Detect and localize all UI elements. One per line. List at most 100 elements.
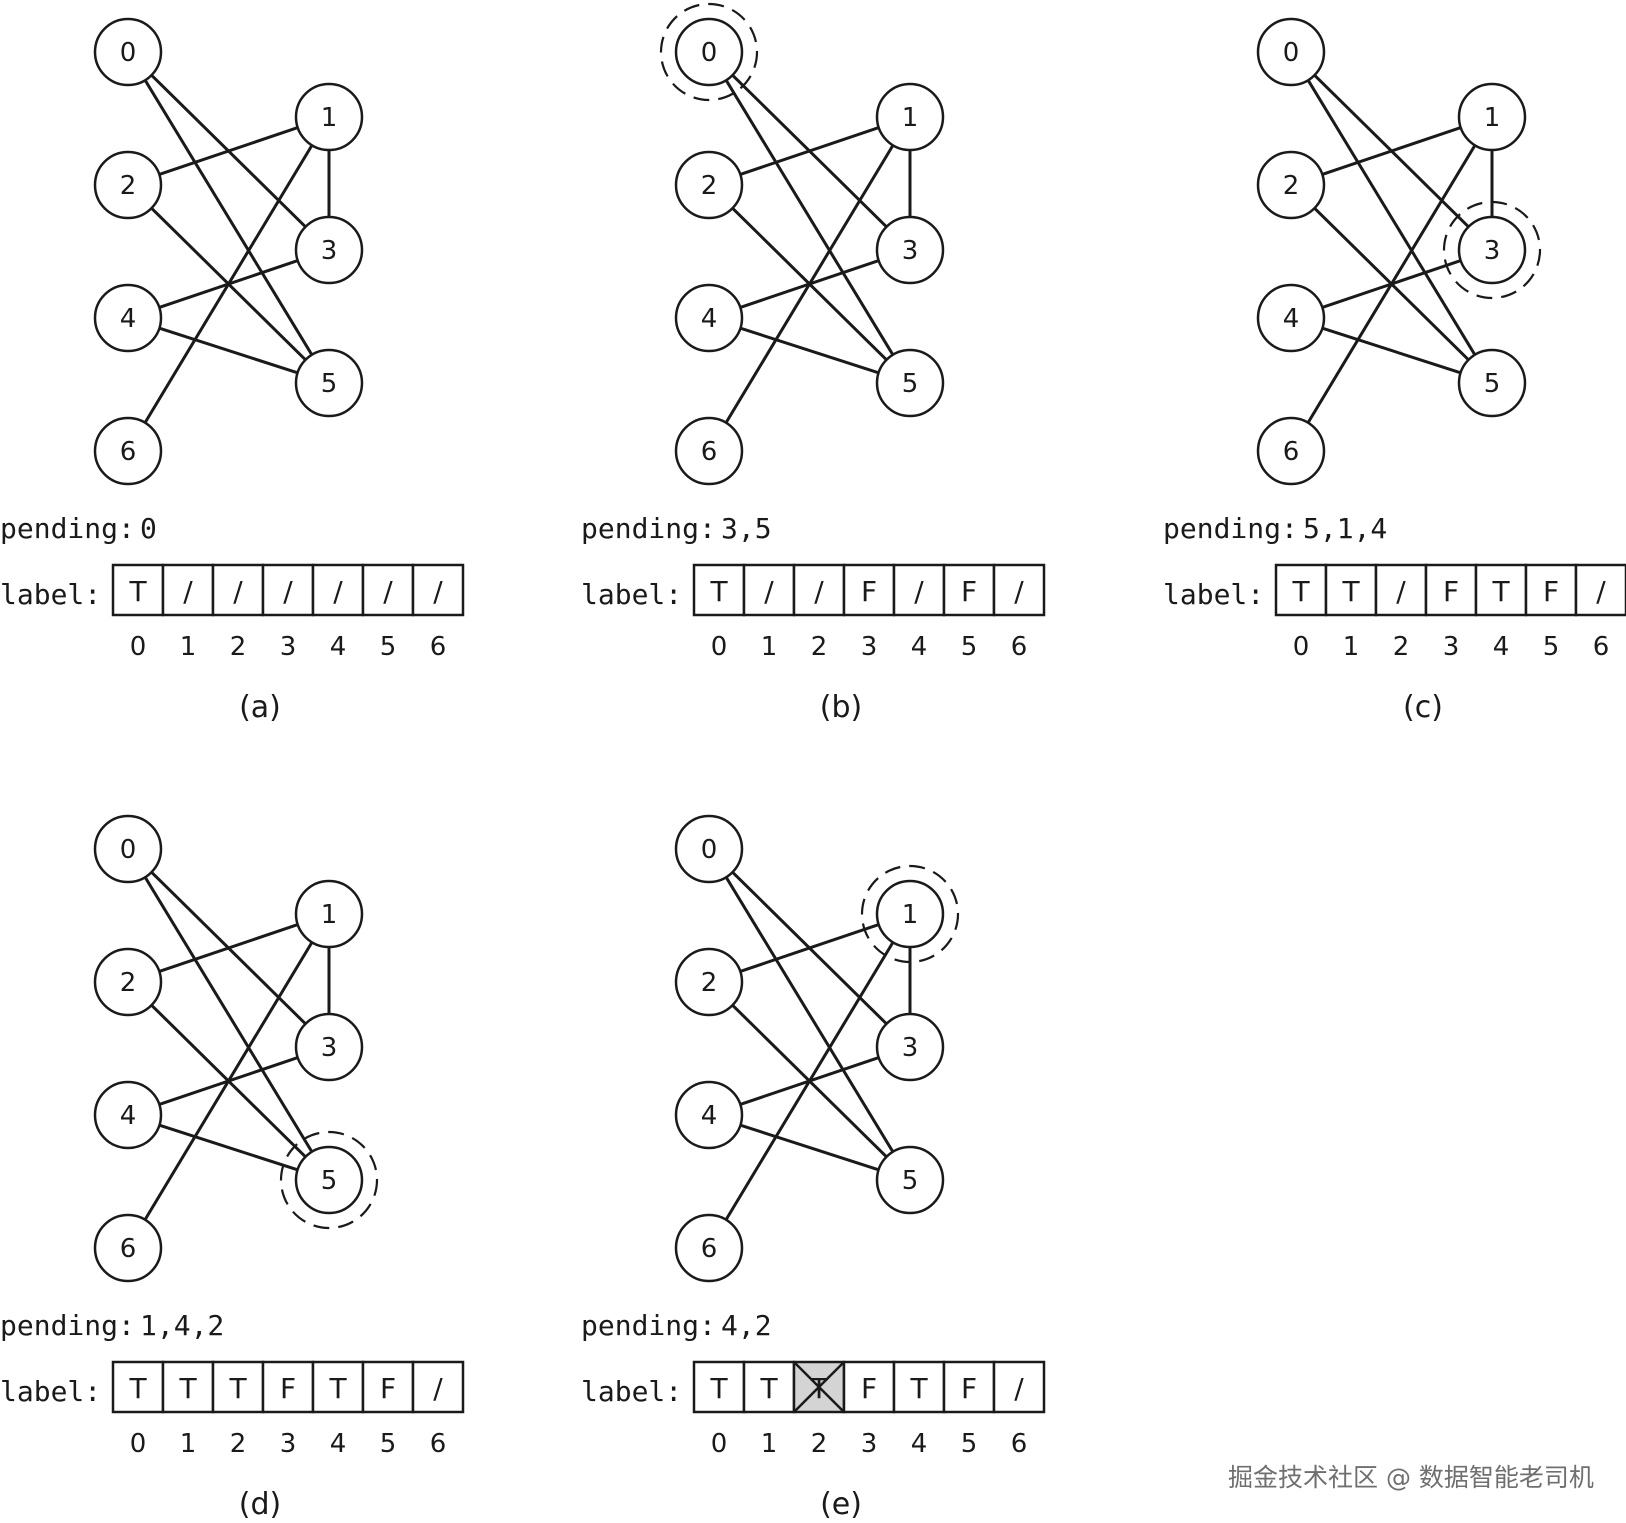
node-0-label: 0 xyxy=(120,38,137,68)
label-cell-value: / xyxy=(1396,575,1406,608)
label-cell-box xyxy=(792,563,846,617)
label-index: 5 xyxy=(961,1429,978,1459)
current-node-marker xyxy=(279,1130,379,1230)
label-cell-2: T xyxy=(211,1360,265,1414)
node-0: 0 xyxy=(659,2,759,102)
label-index: 2 xyxy=(811,632,828,662)
label-index: 4 xyxy=(330,1429,347,1459)
node-0-circle xyxy=(1256,17,1326,87)
label-index: 4 xyxy=(1493,632,1510,662)
panel-caption: (a) xyxy=(239,690,281,725)
edge-4-5 xyxy=(157,326,300,375)
label-prefix: label: xyxy=(1163,578,1264,611)
label-index: 6 xyxy=(1011,1429,1028,1459)
label-index: 0 xyxy=(711,1429,728,1459)
node-2-circle xyxy=(93,150,163,220)
node-6-circle xyxy=(674,416,744,486)
node-1: 1 xyxy=(294,879,364,949)
label-cell-5: F xyxy=(361,1360,415,1414)
label-cell-3: / xyxy=(261,563,315,617)
label-cell-value: / xyxy=(233,575,243,608)
label-index: 6 xyxy=(430,1429,447,1459)
node-5-label: 5 xyxy=(1484,369,1501,399)
label-cell-value: F xyxy=(280,1372,296,1405)
node-3-circle xyxy=(875,1012,945,1082)
node-2-circle xyxy=(1256,150,1326,220)
node-1-circle xyxy=(294,82,364,152)
node-3-circle xyxy=(875,215,945,285)
node-5-circle xyxy=(294,1145,364,1215)
label-cell-4: T xyxy=(311,1360,365,1414)
label-cell-box xyxy=(361,563,415,617)
label-cell-value: T xyxy=(1491,575,1510,608)
node-4-label: 4 xyxy=(120,1101,137,1131)
label-index: 5 xyxy=(380,1429,397,1459)
label-index: 6 xyxy=(1593,632,1610,662)
label-index: 0 xyxy=(130,632,147,662)
label-cell-5: F xyxy=(942,1360,996,1414)
node-5: 5 xyxy=(875,1145,945,1215)
watermark: 掘金技术社区 @ 数据智能老司机 xyxy=(1228,1463,1594,1492)
label-cell-5: F xyxy=(1524,563,1578,617)
node-2: 2 xyxy=(674,150,744,220)
label-cell-box xyxy=(692,563,746,617)
label-cell-box xyxy=(1474,563,1528,617)
node-6: 6 xyxy=(1256,416,1326,486)
label-cell-box xyxy=(161,1360,215,1414)
label-cell-box xyxy=(942,1360,996,1414)
node-1: 1 xyxy=(860,864,960,964)
pending-prefix: pending: xyxy=(581,1309,716,1342)
conflict-cross-line xyxy=(793,1361,845,1413)
label-prefix: label: xyxy=(581,578,682,611)
label-array: T////// xyxy=(111,563,465,617)
node-3-label: 3 xyxy=(1484,236,1501,266)
label-cell-value: F xyxy=(861,575,877,608)
pending-queue: 3,5 xyxy=(721,512,772,545)
graph-edges xyxy=(724,73,912,425)
node-3: 3 xyxy=(294,215,364,285)
node-2: 2 xyxy=(674,947,744,1017)
node-6-label: 6 xyxy=(120,1234,137,1264)
label-cell-value: T xyxy=(709,575,728,608)
label-cell-value: / xyxy=(1014,575,1024,608)
label-cell-1: / xyxy=(161,563,215,617)
node-1: 1 xyxy=(875,82,945,152)
label-index: 3 xyxy=(280,1429,297,1459)
node-2: 2 xyxy=(93,150,163,220)
label-index: 1 xyxy=(1343,632,1360,662)
edge-6-1 xyxy=(1306,143,1477,425)
node-4-circle xyxy=(674,1080,744,1150)
node-1: 1 xyxy=(294,82,364,152)
label-cell-value: T xyxy=(709,1372,728,1405)
pending-prefix: pending: xyxy=(0,1309,135,1342)
node-1-circle xyxy=(294,879,364,949)
node-4-label: 4 xyxy=(120,304,137,334)
label-index: 1 xyxy=(180,632,197,662)
label-cell-3: F xyxy=(261,1360,315,1414)
label-cell-value: / xyxy=(1014,1372,1024,1405)
label-cell-0: T xyxy=(1274,563,1328,617)
node-0: 0 xyxy=(674,814,744,884)
node-5-label: 5 xyxy=(321,369,338,399)
edge-2-1 xyxy=(738,923,881,973)
node-6-label: 6 xyxy=(1283,437,1300,467)
graph-edges xyxy=(143,870,331,1222)
edge-6-1 xyxy=(143,143,314,425)
label-cell-2: / xyxy=(792,563,846,617)
label-cell-6: / xyxy=(411,1360,465,1414)
node-0: 0 xyxy=(93,17,163,87)
label-index: 1 xyxy=(180,1429,197,1459)
current-node-marker xyxy=(860,864,960,964)
label-cell-6: / xyxy=(992,1360,1046,1414)
edge-2-1 xyxy=(157,126,300,176)
label-cell-value: / xyxy=(333,575,343,608)
node-5: 5 xyxy=(1457,348,1527,418)
node-1: 1 xyxy=(1457,82,1527,152)
label-cell-value: / xyxy=(433,1372,443,1405)
label-cell-value: F xyxy=(961,1372,977,1405)
node-2: 2 xyxy=(1256,150,1326,220)
label-cell-3: F xyxy=(842,563,896,617)
label-index: 2 xyxy=(1393,632,1410,662)
